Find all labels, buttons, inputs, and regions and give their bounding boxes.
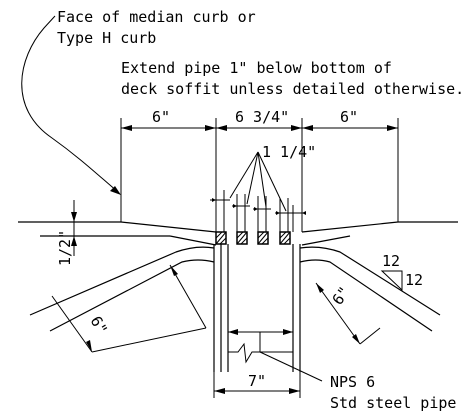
inner-pipe-dimension [228, 329, 293, 352]
pipe-note-line1: NPS 6 [330, 373, 375, 391]
dim-right-top: 6" [340, 108, 358, 126]
dim-spacing: 1 1/4" [262, 143, 316, 161]
curb-leader [21, 15, 121, 195]
pipe-walls [213, 244, 301, 372]
deck-surface [18, 221, 458, 246]
extend-note-line1: Extend pipe 1" below bottom of [121, 59, 392, 77]
top-dimension-chain [120, 118, 399, 228]
curb-note-line1: Face of median curb or [57, 8, 256, 26]
dim-left-slope: 6" [87, 313, 112, 338]
slope-rise: 12 [382, 252, 400, 270]
pipe-note-line2: Std steel pipe [330, 394, 456, 412]
drain-pipes-top [215, 231, 291, 245]
pipe-leader [259, 351, 323, 382]
curb-note-line2: Type H curb [57, 29, 156, 47]
slope-run: 12 [405, 271, 423, 289]
dim-center-top: 6 3/4" [235, 108, 289, 126]
right-slope-dimension [315, 282, 381, 345]
left-slope-dimension [51, 264, 207, 353]
dim-right-slope: 6" [329, 283, 354, 308]
dim-left-top: 6" [152, 108, 170, 126]
extend-note-line2: deck soffit unless detailed otherwise. [121, 80, 464, 98]
slope-indicator [380, 270, 403, 292]
drain-trough [29, 246, 441, 332]
half-inch-dimension [71, 200, 77, 256]
spacing-leaders [210, 151, 306, 232]
dim-bottom: 7" [248, 372, 266, 390]
bottom-dimension [213, 372, 301, 398]
dim-half-inch: 1/2" [56, 230, 74, 266]
